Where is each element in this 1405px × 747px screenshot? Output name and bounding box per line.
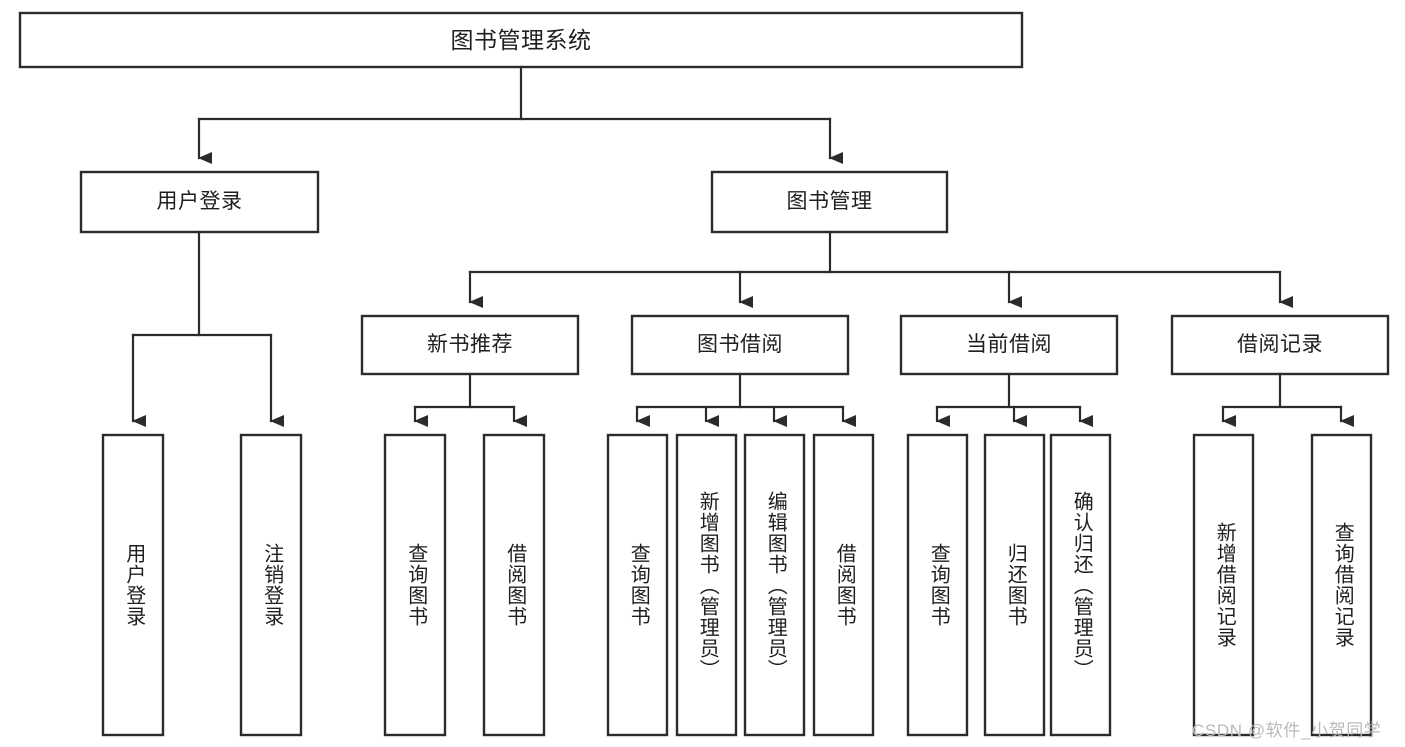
- node-label-leaf: 用户登录: [122, 543, 145, 627]
- node-label-leaf: 查询借阅记录: [1331, 522, 1354, 648]
- node-box-root[interactable]: [18, 11, 1024, 69]
- node-label-leaf: 查询图书: [627, 543, 650, 627]
- node-box-leaf[interactable]: [983, 433, 1046, 737]
- node-box-current-borrow[interactable]: [899, 314, 1119, 376]
- node-box-new-book-recommend[interactable]: [360, 314, 580, 376]
- node-box-leaf[interactable]: [906, 433, 969, 737]
- node-label-leaf: 借阅图书: [503, 543, 526, 627]
- node-box-leaf[interactable]: [1049, 433, 1112, 737]
- node-box-leaf[interactable]: [675, 433, 738, 737]
- node-label-leaf: 查询图书: [404, 543, 427, 627]
- node-box-user-login[interactable]: [79, 170, 320, 234]
- node-box-leaf[interactable]: [239, 433, 303, 737]
- node-box-leaf[interactable]: [812, 433, 875, 737]
- node-label-current-borrow: 当前借阅: [966, 332, 1052, 356]
- node-label-borrow-record: 借阅记录: [1237, 332, 1323, 356]
- node-label-book-management: 图书管理: [786, 189, 873, 213]
- node-label-leaf: 新增图书（管理员）: [696, 490, 719, 680]
- node-box-leaf[interactable]: [743, 433, 806, 737]
- node-label-new-book-recommend: 新书推荐: [427, 332, 513, 356]
- node-label-leaf: 注销登录: [260, 543, 283, 627]
- node-box-leaf[interactable]: [101, 433, 165, 737]
- node-label-leaf: 归还图书: [1004, 543, 1027, 627]
- node-label-leaf: 确认归还（管理员）: [1070, 490, 1093, 680]
- node-label-leaf: 查询图书: [927, 543, 950, 627]
- node-box-leaf[interactable]: [1192, 433, 1255, 737]
- node-box-leaf[interactable]: [1310, 433, 1373, 737]
- node-label-leaf: 借阅图书: [833, 543, 856, 627]
- node-label-leaf: 编辑图书（管理员）: [764, 490, 787, 680]
- node-label-root: 图书管理系统: [450, 26, 592, 53]
- node-label-user-login: 用户登录: [156, 189, 243, 213]
- node-label-book-borrow: 图书借阅: [697, 332, 783, 356]
- node-box-leaf[interactable]: [383, 433, 447, 737]
- node-label-leaf: 新增借阅记录: [1213, 522, 1236, 648]
- node-box-leaf[interactable]: [482, 433, 546, 737]
- node-box-leaf[interactable]: [606, 433, 669, 737]
